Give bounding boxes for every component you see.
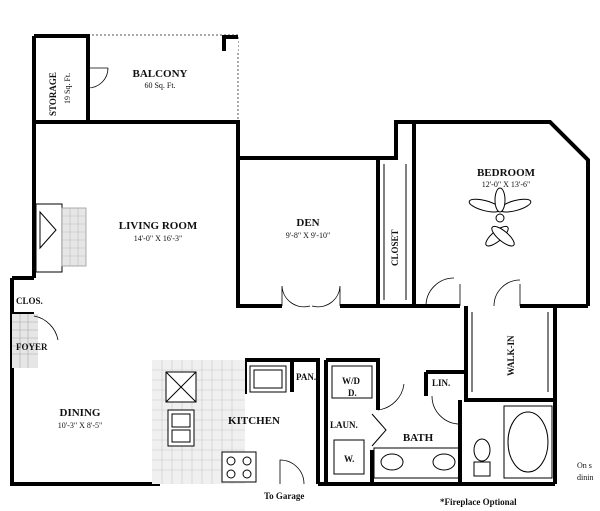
dining-label: DINING [60,407,101,419]
dryer-label: D. [348,388,357,398]
edge-note-line2: dinin [577,473,593,482]
laundry-fixtures [331,365,405,475]
labels: STORAGE 19 Sq. Ft. BALCONY 60 Sq. Ft. LI… [16,68,593,507]
den-doors [281,285,341,308]
storage-door [87,67,109,89]
garage-door [279,459,305,485]
garage-note: To Garage [264,491,304,501]
kitchen-label: KITCHEN [228,415,280,427]
kitchen-fixtures [165,365,287,483]
balcony-label: BALCONY [132,68,187,80]
clos-label: CLOS. [16,296,43,306]
walk-in-label: WALK-IN [506,335,516,376]
living-room-dims: 14'-0" X 16'-3" [134,234,183,243]
dining-dims: 10'-3" X 8'-5" [58,421,103,430]
storage-area: 19 Sq. Ft. [63,73,72,104]
closet-rod [383,164,407,300]
den-label: DEN [296,217,319,229]
bath-fixtures [373,395,553,479]
living-room-label: LIVING ROOM [119,220,198,232]
bath-label: BATH [403,432,434,444]
interior-walls [12,122,555,484]
ceiling-fan-icon [468,187,532,247]
closet-label: CLOSET [390,229,400,266]
linen-label: LIN. [432,378,450,388]
laundry-label: LAUN. [330,420,358,430]
foyer-tile [12,314,59,368]
walk-in-shelves [471,312,549,392]
bedroom-label: BEDROOM [477,167,536,179]
fireplace [35,203,87,273]
storage-label: STORAGE [48,72,58,116]
den-dims: 9'-8" X 9'-10" [286,231,331,240]
foyer-label: FOYER [16,342,48,352]
washer-label: W. [344,454,354,464]
pantry-label: PAN. [296,372,316,382]
edge-note-line1: On s [577,461,592,470]
balcony-area [88,34,239,122]
balcony-area-text: 60 Sq. Ft. [144,81,175,90]
bedroom-doors [425,277,521,307]
washer-dryer-label: W/D [342,376,361,386]
bedroom-dims: 12'-0" X 13'-6" [482,180,531,189]
fireplace-note: *Fireplace Optional [440,497,517,507]
